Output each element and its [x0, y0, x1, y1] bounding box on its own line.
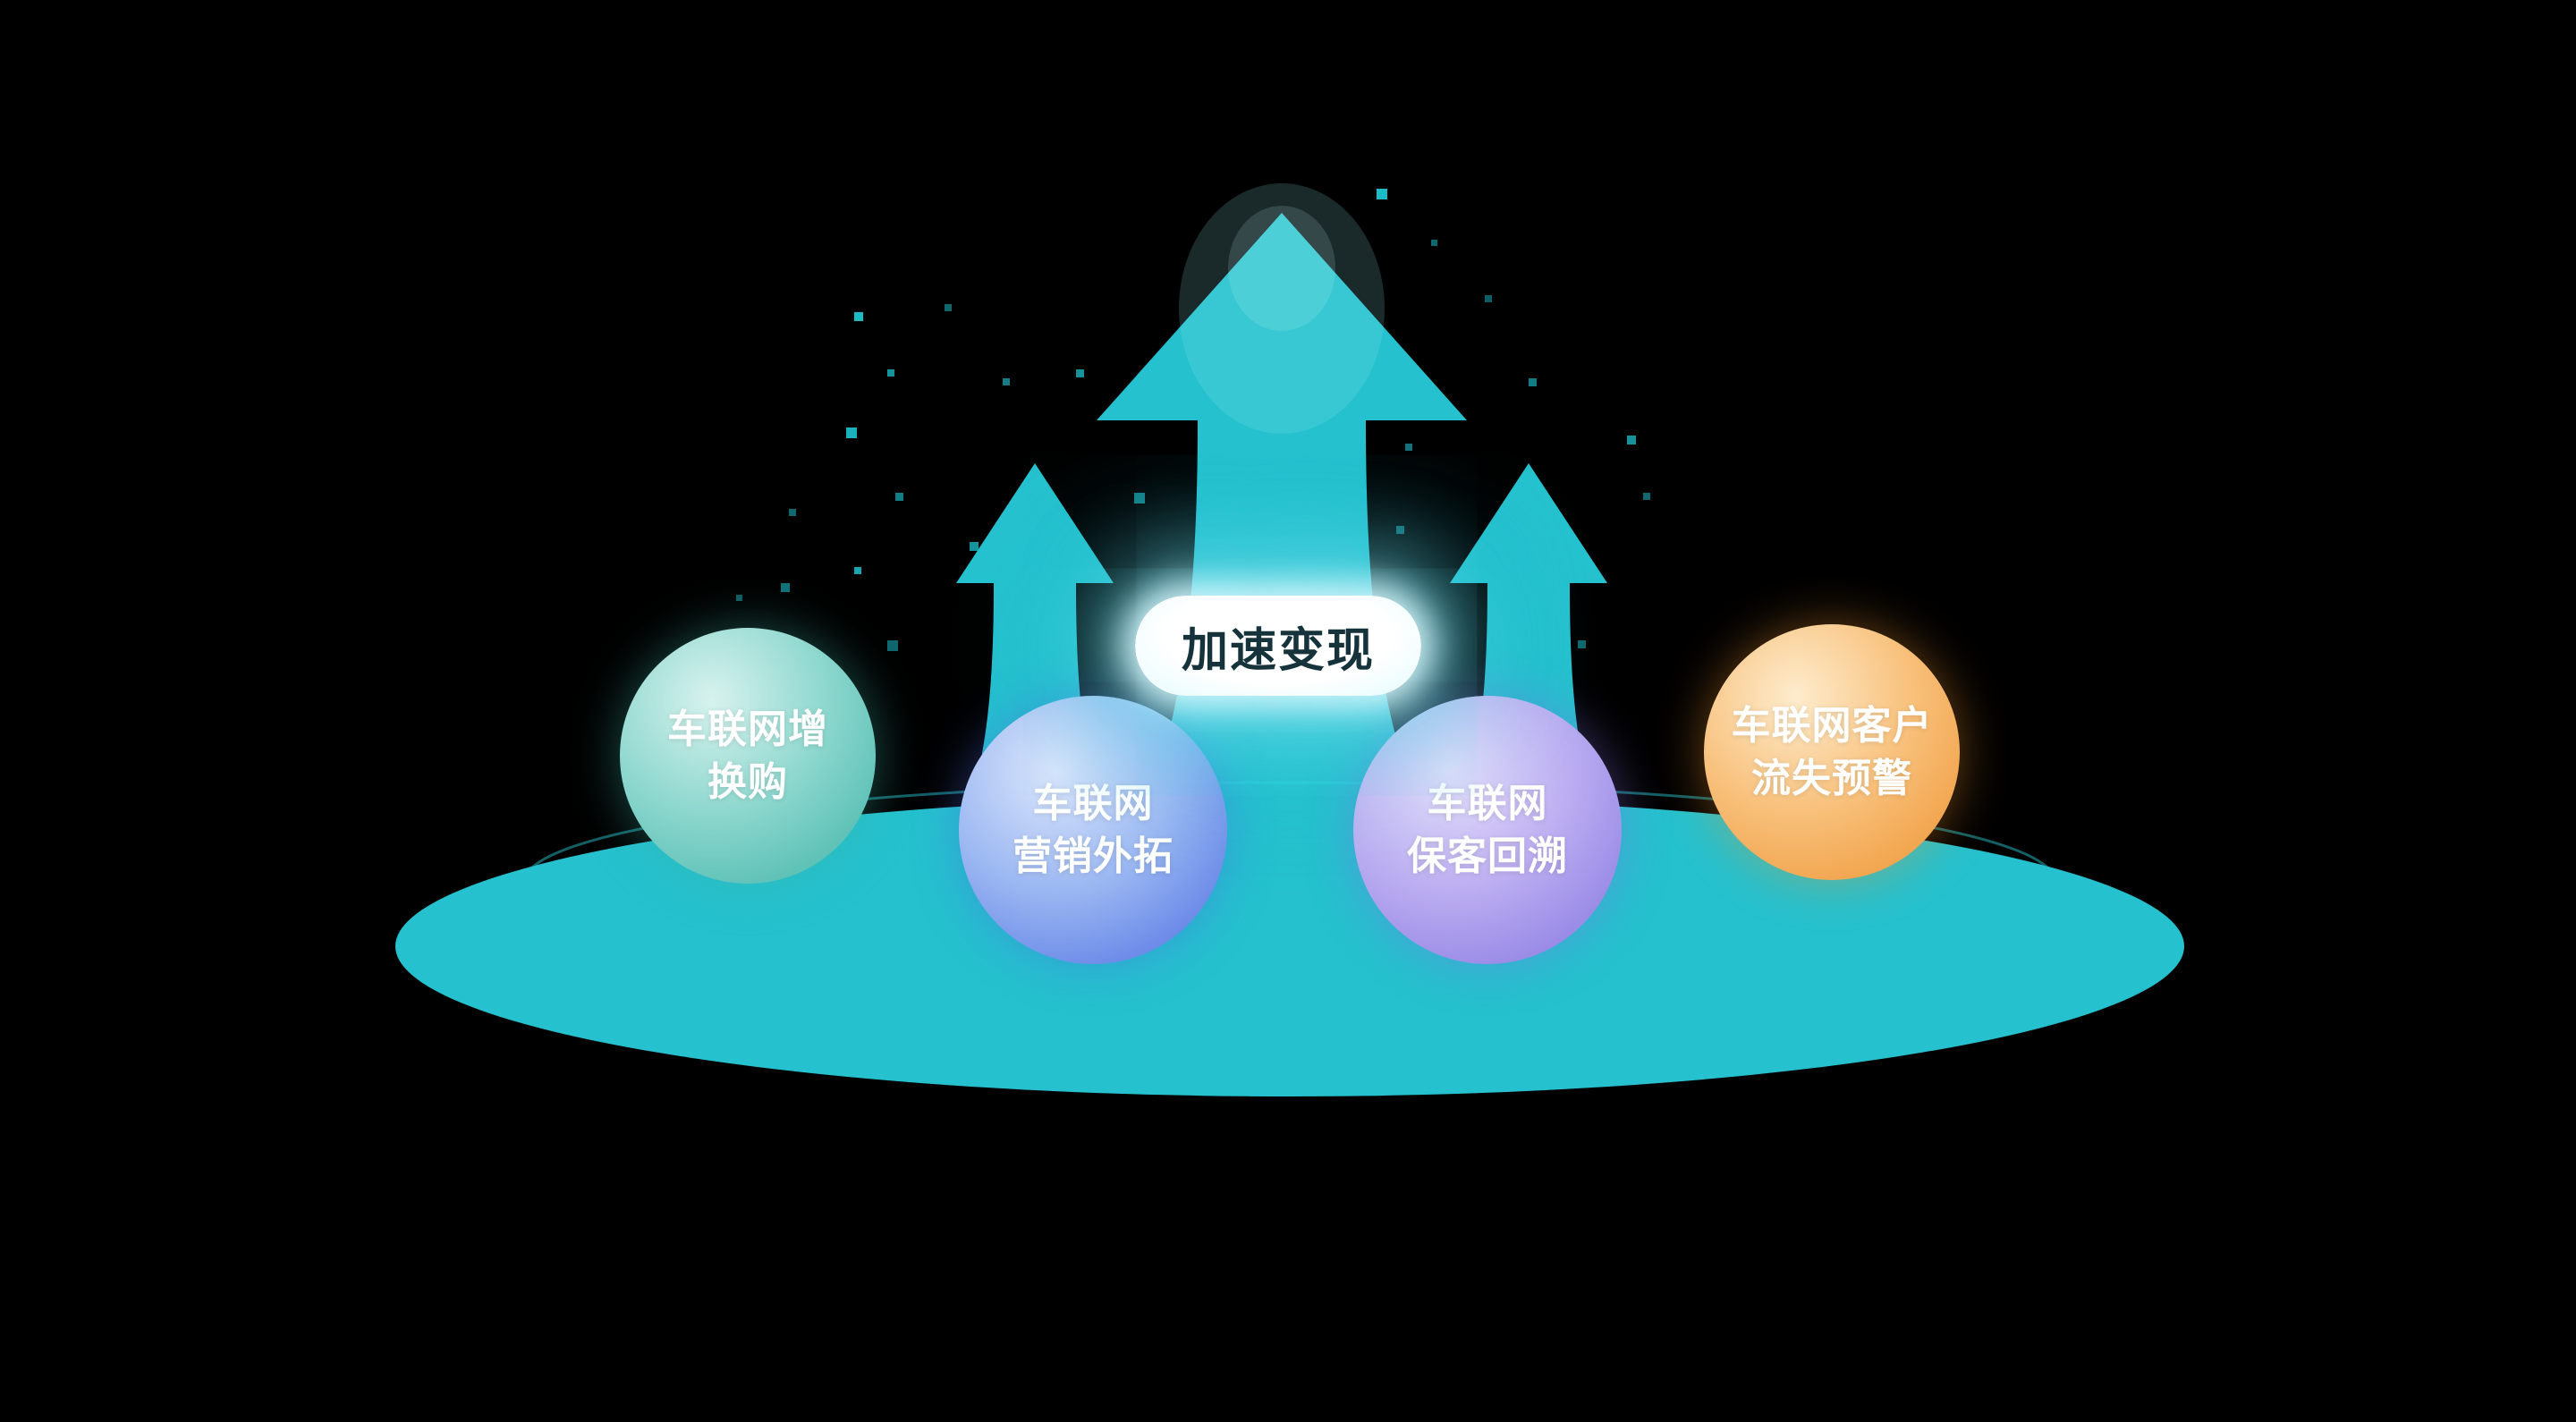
- center-arrow: [1097, 213, 1467, 876]
- sphere-car-iot-customer-retention-trace: 车联网 保客回溯: [1353, 696, 1622, 964]
- sphere-text-line: 营销外拓: [1013, 834, 1174, 878]
- arrow-tip-highlight: [1179, 183, 1385, 434]
- arrow-tip-highlight-core: [1228, 206, 1335, 331]
- platform-ellipse: [395, 796, 2184, 1096]
- center-label-text: 加速变现: [1181, 624, 1375, 677]
- growth-arrows: [934, 183, 1630, 878]
- sphere-text-line: 车联网增: [667, 707, 828, 751]
- sphere-text-line: 保客回溯: [1407, 834, 1568, 878]
- particle-field: [736, 189, 1650, 825]
- sphere-car-iot-trade-in: 车联网增 换购: [620, 628, 876, 884]
- sphere-text-line: 车联网: [1032, 781, 1154, 825]
- center-label: 加速变现: [1135, 596, 1421, 696]
- sphere-text-line: 车联网客户: [1731, 703, 1933, 748]
- sphere-car-iot-marketing-expansion: 车联网 营销外拓: [959, 696, 1227, 964]
- sphere-text-line: 流失预警: [1751, 757, 1912, 800]
- sphere-text-line: 换购: [708, 760, 788, 804]
- sphere-text-line: 车联网: [1427, 781, 1548, 825]
- sphere-car-iot-churn-warning: 车联网客户 流失预警: [1704, 624, 1960, 880]
